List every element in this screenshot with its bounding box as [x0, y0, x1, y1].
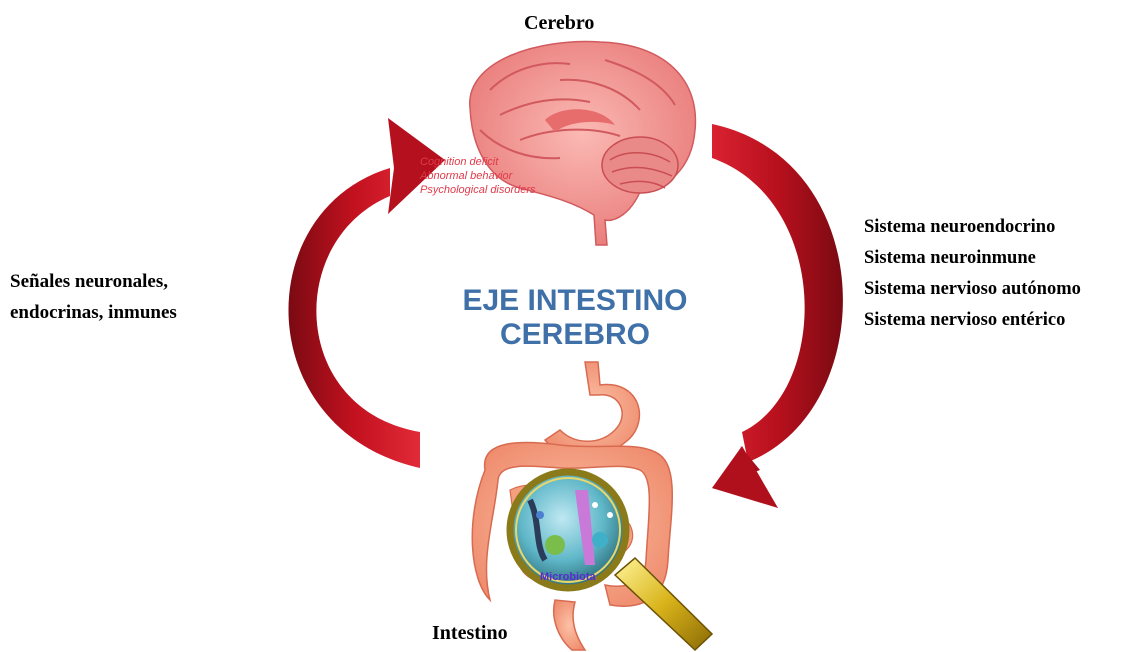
systems-list: Sistema neuroendocrino Sistema neuroinmu… — [864, 212, 1081, 336]
brain-annotation-3: Psychological disorders — [420, 184, 536, 196]
brain-title: Cerebro — [524, 8, 594, 39]
microbiota-label: Microbiota — [540, 571, 596, 583]
intestine-title: Intestino — [432, 618, 508, 649]
system-item-neuroimmune: Sistema neuroinmune — [864, 243, 1081, 274]
signals-label: Señales neuronales, endocrinas, inmunes — [10, 266, 177, 328]
system-item-autonomic: Sistema nervioso autónomo — [864, 274, 1081, 305]
brain-annotation-1: Cognition deficit — [420, 156, 499, 168]
brain-illustration: Cognition deficit Abnormal behavior Psyc… — [419, 42, 695, 245]
magnifier-microbiota: Microbiota — [510, 472, 712, 650]
axis-title: EJE INTESTINO CEREBRO — [390, 284, 760, 352]
signals-line-2: endocrinas, inmunes — [10, 297, 177, 328]
brain-annotation-2: Abnormal behavior — [419, 170, 514, 182]
signals-line-1: Señales neuronales, — [10, 266, 177, 297]
system-item-enteric: Sistema nervioso entérico — [864, 305, 1081, 336]
system-item-neuroendocrine: Sistema neuroendocrino — [864, 212, 1081, 243]
